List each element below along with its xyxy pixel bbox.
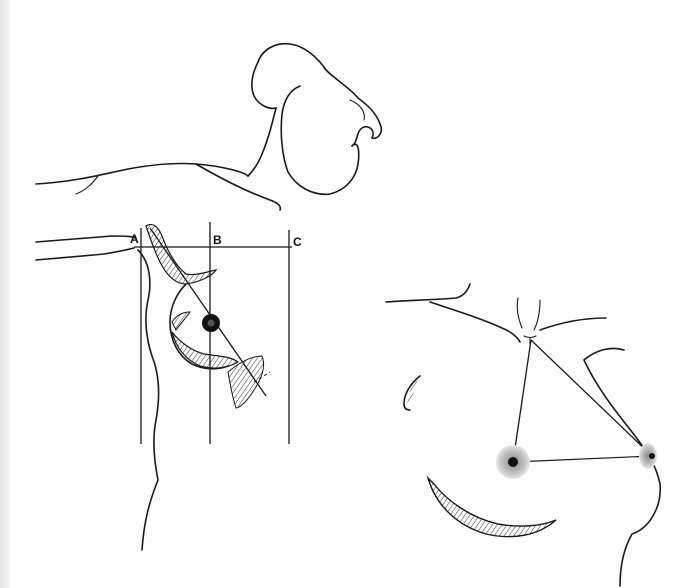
arm-outline <box>36 248 134 260</box>
face-outline <box>252 62 359 194</box>
frontal-breast-lower-curve <box>428 478 556 537</box>
nipple-marker-lateral-highlight <box>208 320 215 327</box>
breast-upper-shading <box>146 224 216 284</box>
shoulder-line <box>36 163 248 184</box>
label-a: A <box>130 232 139 246</box>
neck-outline <box>248 108 276 176</box>
sternal-notch-to-lateral-line <box>531 340 652 456</box>
breast-lower-shading <box>172 332 238 368</box>
frontal-clavicle-right <box>540 318 606 330</box>
breast-axis-line <box>150 228 266 396</box>
frontal-view-figure <box>386 284 660 586</box>
frontal-side-right <box>584 360 660 586</box>
sternal-notch-right <box>534 300 540 330</box>
breast-medial-shading <box>172 312 190 330</box>
sternal-notch-left <box>517 298 522 328</box>
nipple-marker-lateral-profile <box>649 453 655 459</box>
sternal-notch-to-nipple-line <box>513 340 531 462</box>
frontal-shoulder-left <box>386 284 470 302</box>
frontal-clavicle-left <box>430 302 520 342</box>
lateral-view-figure: A B C <box>36 44 381 550</box>
head-hair-outline <box>258 44 381 146</box>
nipple-marker-frontal <box>508 457 518 467</box>
label-b: B <box>213 233 222 247</box>
label-c: C <box>293 235 302 249</box>
nipple-to-lateral-line <box>513 456 652 462</box>
frontal-arm-right <box>584 348 624 360</box>
ear-outline <box>350 100 364 120</box>
arm-lower-outline <box>36 236 136 242</box>
